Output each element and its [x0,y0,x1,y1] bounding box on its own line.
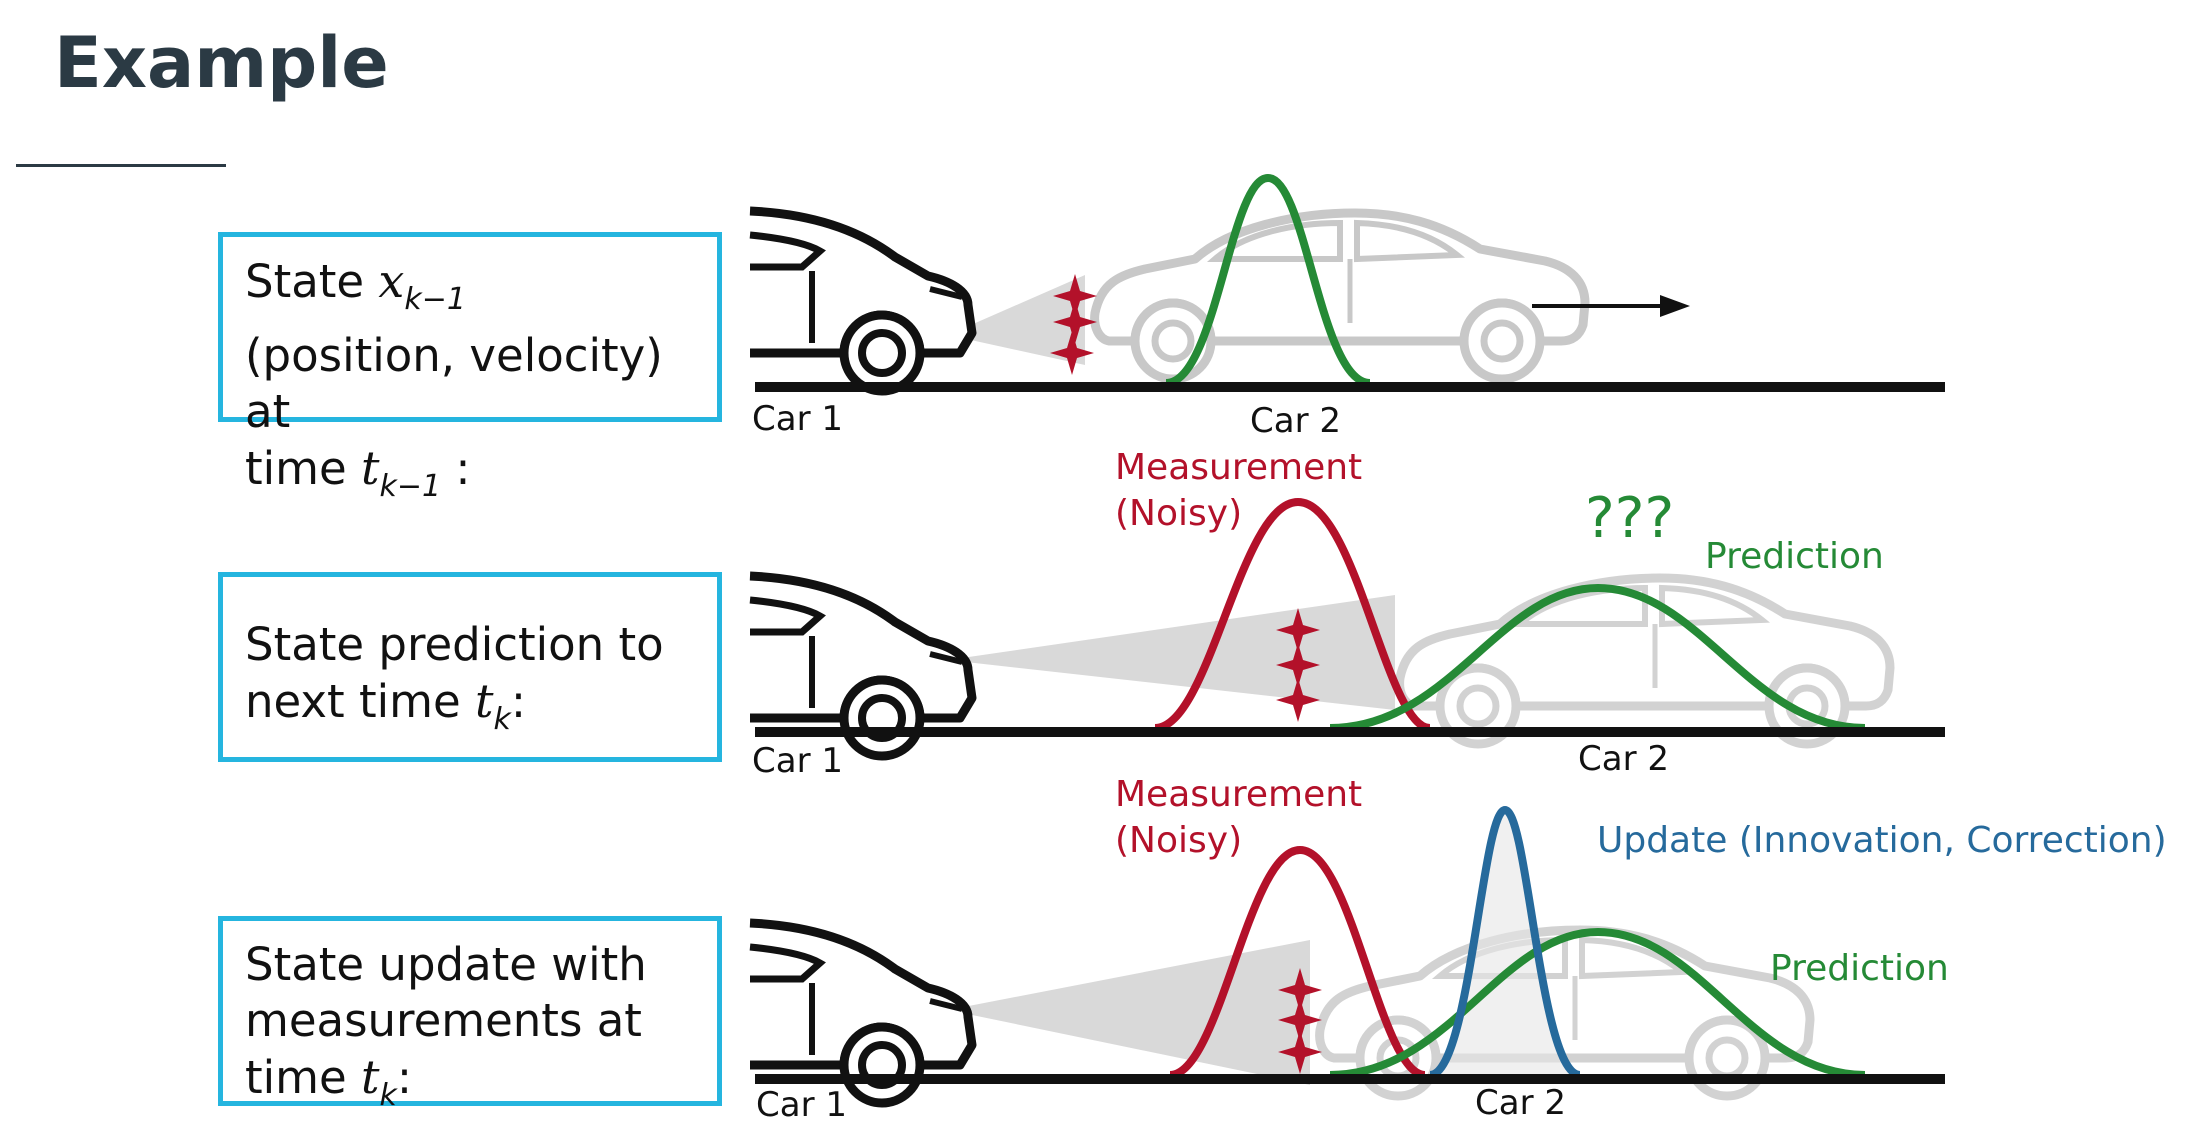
row3-car1-label: Car 1 [756,1085,847,1125]
row1-arrow-head [1660,295,1690,317]
row2-road [755,727,1945,737]
row1-sensor-beam [948,275,1085,365]
row3-update-label: Update (Innovation, Correction) [1597,820,2167,861]
row2-car1-label: Car 1 [752,741,843,781]
row3-scene: Measurement (Noisy) Update (Innovation, … [750,774,2167,1125]
row3-prediction-distribution [1329,927,1866,1079]
row3-update-distribution [1428,805,1582,1079]
box2-line2: next time tk: [245,674,527,737]
row3-noisy-label: (Noisy) [1115,820,1242,861]
row1-car2-label: Car 2 [1250,401,1341,441]
row3-car2-label: Car 2 [1475,1083,1566,1123]
box3-line2: measurements at [245,994,642,1047]
row2-measurement-distribution [1154,497,1431,732]
box2-line1: State prediction to [245,618,664,671]
row1-road [755,382,1945,392]
row1-scene: Car 1 Car 2 [750,173,1945,441]
row3-road [755,1074,1945,1084]
row3-sensor-beam [948,940,1310,1085]
row1-car1-label: Car 1 [752,399,843,439]
row2-unknown-label: ??? [1585,486,1674,551]
page-title: Example [54,22,389,104]
row3-measurement-distribution [1169,845,1426,1079]
box3-line3: time tk: [245,1050,413,1113]
row2-scene: Measurement (Noisy) ??? Prediction Car 1… [750,447,1945,781]
row2-measurement-label: Measurement [1115,447,1362,488]
row2-car2-label: Car 2 [1578,739,1669,779]
box3-line1: State update with [245,938,647,991]
state-box-previous: State xk−1 (position, velocity) at time … [218,232,722,504]
box1-line2: (position, velocity) at [245,329,663,438]
row1-state-distribution [1165,173,1371,387]
row3-prediction-label: Prediction [1770,948,1949,989]
state-box-prediction: State prediction to next time tk: [218,572,722,762]
row3-measurement-label: Measurement [1115,774,1362,815]
title-underline [16,164,226,167]
row2-sensor-beam [948,595,1395,710]
row1-car1 [750,211,972,391]
box1-line3: time tk−1 : [245,441,471,504]
box1-line1: State xk−1 [245,254,466,317]
state-box-update: State update with measurements at time t… [218,916,722,1113]
row2-prediction-label: Prediction [1705,536,1884,577]
row2-prediction-distribution [1329,583,1866,732]
row2-noisy-label: (Noisy) [1115,493,1242,534]
